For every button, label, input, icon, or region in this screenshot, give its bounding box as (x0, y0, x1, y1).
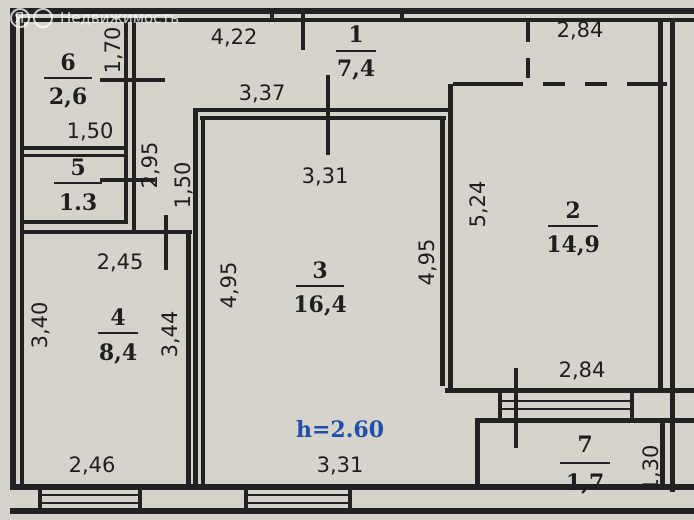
dimensions: 4,22 2,84 3,37 1,50 3,31 2,45 2,84 3,31 … (28, 18, 663, 491)
dim-room3-bottom: 3,31 (317, 453, 364, 477)
dim-room2-bottom: 2,84 (559, 358, 606, 382)
dim-hall-top: 4,22 (211, 25, 258, 49)
dim-room3-right: 4,95 (415, 239, 439, 286)
ceiling-height: h=2.60 (296, 417, 384, 443)
dim-room2-top: 2,84 (557, 18, 604, 42)
room-number: 4 (110, 305, 125, 331)
watermark-text: Недвижимость (60, 9, 179, 27)
watermark-logo: Я (14, 9, 24, 27)
room-number: 7 (577, 432, 592, 458)
watermark: Я Недвижимость (10, 8, 179, 28)
room-area: 2,6 (49, 84, 87, 110)
dim-room5-height: 1,50 (171, 162, 195, 209)
room-area: 16,4 (293, 292, 347, 318)
dim-room4-left: 3,40 (28, 302, 52, 349)
room-4-label: 4 8,4 (98, 305, 138, 366)
room-5-label: 5 1.3 (54, 155, 102, 216)
room-number: 1 (348, 22, 363, 48)
dim-room4-bottom: 2,46 (69, 453, 116, 477)
room-7-label: 7 1,7 (560, 432, 610, 496)
room-area: 14,9 (546, 232, 600, 258)
dim-room3-top: 3,31 (302, 164, 349, 188)
room-area: 8,4 (99, 340, 137, 366)
room-2-label: 2 14,9 (546, 198, 600, 258)
room-number: 5 (70, 155, 85, 181)
dim-wc-height: 2,95 (138, 142, 162, 189)
dim-room2-height: 5,24 (466, 181, 490, 228)
dim-room6-width: 1,50 (67, 119, 114, 143)
room-number: 2 (565, 198, 580, 224)
room-area: 1,7 (566, 470, 604, 496)
dim-room4-right: 3,44 (158, 311, 182, 358)
room-area: 1.3 (59, 190, 97, 216)
room-number: 3 (312, 258, 327, 284)
walls (10, 8, 694, 514)
dim-room3-left: 4,95 (217, 262, 241, 309)
room-1-label: 1 7,4 (336, 22, 376, 82)
dim-room6-height: 1,70 (101, 27, 125, 74)
dim-balcony-height: 1,30 (639, 445, 663, 492)
room-area: 7,4 (337, 56, 375, 82)
room-number: 6 (60, 50, 75, 76)
dim-hall-mid: 3,37 (239, 81, 286, 105)
dim-room4-top: 2,45 (97, 250, 144, 274)
room-6-label: 6 2,6 (44, 50, 92, 110)
room-3-label: 3 16,4 (293, 258, 347, 318)
